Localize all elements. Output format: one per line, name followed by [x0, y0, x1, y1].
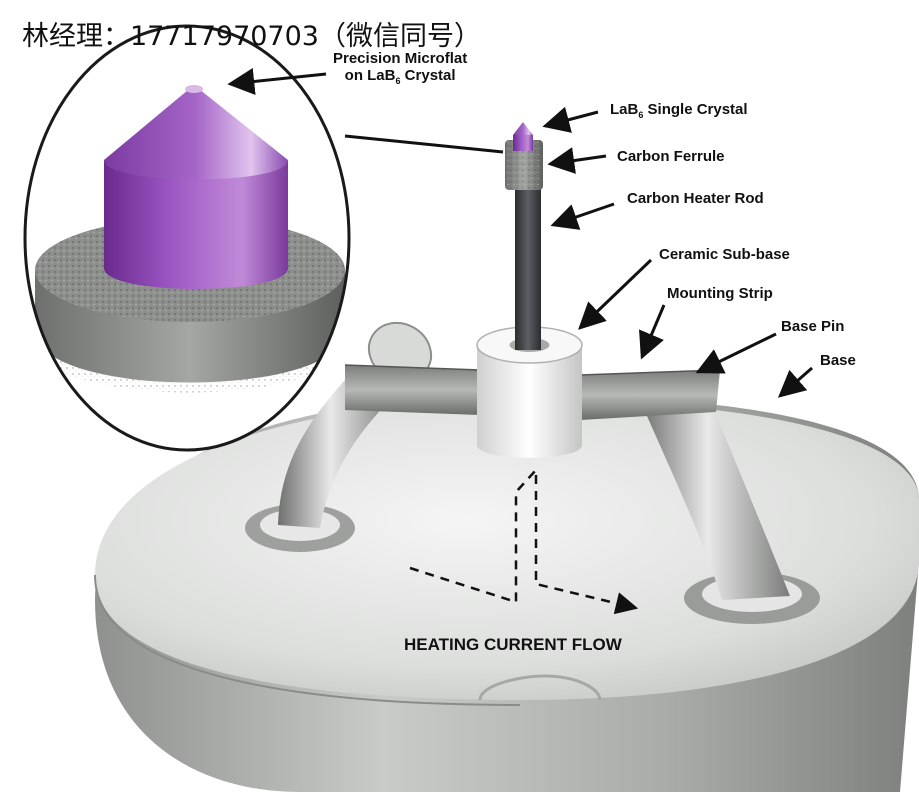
crystal-arrow — [542, 106, 599, 133]
label-crystal-sub: 6 — [638, 110, 644, 120]
ferrule-arrow — [547, 147, 607, 174]
lab6-crystal-small — [513, 122, 533, 151]
label-ceramic-subbase: Ceramic Sub-base — [659, 246, 790, 263]
inset-connector-line — [344, 134, 504, 154]
label-precision-microflat: Precision Microflat on LaB6 Crystal — [333, 50, 467, 90]
label-arrows — [227, 68, 813, 398]
label-microflat-post: Crystal — [400, 67, 456, 84]
label-base-pin: Base Pin — [781, 318, 845, 335]
mounting-strip-arrow — [639, 304, 666, 360]
mounting-strip — [344, 364, 721, 420]
label-mounting-strip: Mounting Strip — [667, 285, 773, 302]
label-microflat-line2: on LaB6 Crystal — [344, 67, 456, 86]
label-microflat-pre: on LaB — [344, 67, 396, 84]
subbase-arrow — [578, 258, 653, 330]
heater-rod-arrow — [550, 202, 615, 230]
magnified-inset — [23, 24, 504, 452]
label-crystal-pre: LaB — [610, 101, 639, 118]
label-microflat-line1: Precision Microflat — [333, 50, 468, 67]
base-arrow — [777, 366, 813, 398]
contact-watermark: 林经理：17717970703（微信同号） — [22, 21, 481, 52]
label-crystal-post: Single Crystal — [643, 101, 748, 118]
label-carbon-ferrule: Carbon Ferrule — [617, 148, 725, 165]
label-heating-current-flow: HEATING CURRENT FLOW — [404, 635, 622, 654]
label-base: Base — [820, 352, 856, 369]
base-pin-arrow — [695, 332, 777, 374]
carbon-heater-rod — [515, 175, 541, 350]
label-carbon-heater-rod: Carbon Heater Rod — [627, 190, 764, 207]
microflat-arrow — [227, 68, 327, 95]
label-lab6-single-crystal: LaB6 Single Crystal — [610, 101, 748, 124]
label-microflat-sub: 6 — [395, 76, 401, 86]
carbon-ferrule — [505, 140, 543, 190]
